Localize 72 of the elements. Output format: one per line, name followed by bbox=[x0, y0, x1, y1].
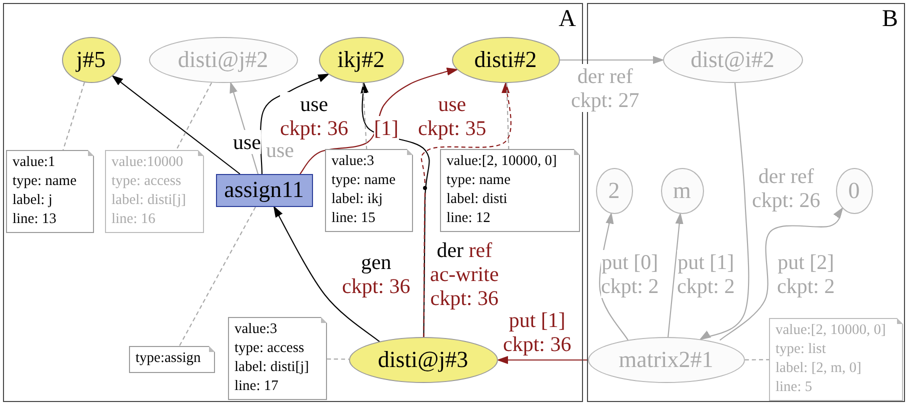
note-line: value:10000 bbox=[112, 152, 184, 172]
arrow bbox=[599, 213, 628, 341]
note-line: value:3 bbox=[332, 152, 376, 170]
note-line: label: disti bbox=[446, 190, 508, 208]
leader-line bbox=[362, 82, 368, 150]
note-line: value:3 bbox=[234, 320, 278, 338]
note-line: value:[2, 10000, 0] bbox=[446, 152, 558, 170]
node-label: m bbox=[673, 178, 691, 204]
note-line: type: name bbox=[332, 170, 397, 190]
note-card bbox=[6, 150, 94, 232]
leader-line bbox=[62, 82, 85, 150]
arrow bbox=[560, 56, 664, 64]
node-label: dist@i#2 bbox=[690, 46, 774, 72]
node-label: 2 bbox=[608, 178, 620, 204]
edge-label: use bbox=[233, 130, 261, 154]
note-line: label: ikj bbox=[332, 190, 384, 208]
node-label: disti@j#3 bbox=[378, 346, 468, 372]
node-label: assign11 bbox=[224, 177, 304, 203]
note-line: label: disti[j] bbox=[234, 358, 310, 376]
note-line: line: 13 bbox=[12, 210, 58, 228]
note-line: type: list bbox=[776, 340, 827, 358]
note-card bbox=[440, 148, 580, 232]
note-line: type: access bbox=[234, 338, 306, 358]
panel-label: A bbox=[558, 6, 576, 32]
statement-box bbox=[216, 174, 312, 206]
note-line: label: disti[j] bbox=[112, 190, 187, 210]
note-line: value:[2, 10000, 0] bbox=[776, 320, 887, 340]
node-label: disti@j#2 bbox=[178, 46, 268, 72]
node-label: 0 bbox=[848, 178, 860, 204]
panel-label: B bbox=[882, 6, 898, 32]
note-line: value:1 bbox=[12, 152, 56, 172]
arrow bbox=[720, 208, 843, 341]
arrow bbox=[112, 76, 240, 174]
node-label: disti#2 bbox=[474, 46, 537, 72]
note-card bbox=[768, 318, 902, 400]
note-card bbox=[104, 150, 204, 232]
edge-label: der ref ckpt: 27 bbox=[571, 64, 640, 112]
node-label: matrix2#1 bbox=[618, 346, 714, 372]
note-line: label: [2, m, 0] bbox=[776, 358, 862, 378]
note-line: type: name bbox=[12, 172, 78, 190]
leader-line bbox=[745, 359, 769, 360]
node-ellipse bbox=[596, 168, 632, 214]
leader-line bbox=[176, 82, 212, 150]
node-ellipse bbox=[660, 168, 704, 214]
arrow bbox=[700, 82, 750, 340]
note-line: line: 5 bbox=[776, 378, 814, 396]
leader-line bbox=[506, 82, 510, 150]
note-card bbox=[324, 148, 412, 232]
edge-label: [1] bbox=[374, 116, 398, 140]
note-line: line: 15 bbox=[332, 208, 376, 228]
note-card bbox=[128, 346, 214, 372]
node-label: ikj#2 bbox=[337, 46, 385, 72]
arrow bbox=[274, 206, 380, 342]
note-line: type: access bbox=[112, 172, 182, 190]
node-ellipse bbox=[588, 336, 744, 382]
arrow bbox=[420, 82, 512, 337]
note-line: line: 17 bbox=[234, 376, 280, 396]
node-label: j#5 bbox=[76, 46, 106, 72]
note-line: type: name bbox=[446, 170, 512, 190]
note-line: label: j bbox=[12, 190, 54, 210]
arrow bbox=[498, 356, 588, 364]
note-card bbox=[228, 316, 326, 400]
edge-label: put [0] ckpt: 2 bbox=[601, 250, 659, 298]
edge-label: use ckpt: 36 bbox=[280, 92, 348, 140]
node-ellipse bbox=[836, 168, 872, 214]
leader-line bbox=[178, 206, 256, 346]
arrow bbox=[300, 67, 458, 174]
edge-label: put [1] ckpt: 2 bbox=[677, 250, 735, 298]
note-line: type:assign bbox=[136, 348, 202, 368]
note-line: line: 16 bbox=[112, 210, 156, 228]
arrow bbox=[668, 213, 684, 338]
note-line: line: 12 bbox=[446, 208, 492, 228]
